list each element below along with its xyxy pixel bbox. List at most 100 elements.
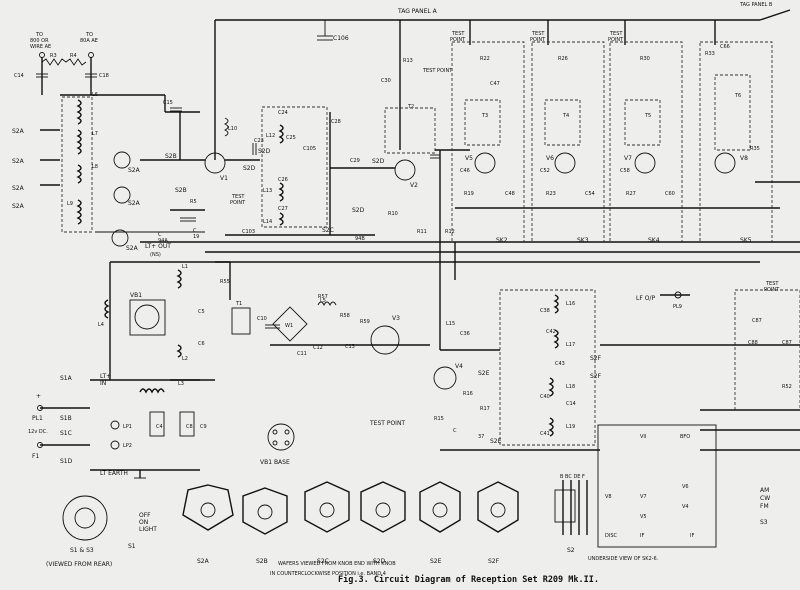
svg-text:S2: S2 <box>567 547 575 554</box>
svg-text:S2A: S2A <box>126 245 139 252</box>
svg-text:FM: FM <box>760 503 769 510</box>
valve-v4-label: V4 <box>455 363 463 370</box>
svg-text:L15: L15 <box>446 321 455 327</box>
svg-text:C23: C23 <box>254 138 264 144</box>
svg-text:V6: V6 <box>682 484 689 490</box>
to-80a-label: TO <box>85 32 93 38</box>
svg-text:C58: C58 <box>620 168 630 174</box>
svg-text:R5: R5 <box>190 199 197 205</box>
svg-text:LT+: LT+ <box>100 373 111 380</box>
svg-text:C47: C47 <box>490 81 500 87</box>
svg-text:S2A: S2A <box>12 158 25 165</box>
svg-text:C105: C105 <box>303 146 316 152</box>
svg-text:C88: C88 <box>748 340 758 346</box>
svg-text:L18: L18 <box>566 384 575 390</box>
svg-text:POINT: POINT <box>530 37 546 43</box>
svg-text:L17: L17 <box>566 342 575 348</box>
svg-text:V8: V8 <box>605 494 612 500</box>
svg-text:+: + <box>36 393 41 400</box>
svg-text:C26: C26 <box>278 177 288 183</box>
rf-coil-bank: L6 L7 L8 L9 S2A S2A S2A S2A S2A S2A S2A <box>12 92 205 252</box>
svg-text:S2A: S2A <box>12 203 25 210</box>
svg-text:L2: L2 <box>182 356 188 362</box>
svg-text:C38: C38 <box>540 308 550 314</box>
v1-stage: C15 L10 V1 S2B S2B R5 C 94A C 19 C23 <box>140 100 264 244</box>
svg-text:L16: L16 <box>566 301 575 307</box>
svg-text:R11: R11 <box>417 229 427 235</box>
svg-text:S2C: S2C <box>322 227 334 234</box>
svg-text:V7: V7 <box>640 494 647 500</box>
svg-text:L3: L3 <box>178 381 184 387</box>
svg-text:R30: R30 <box>640 56 650 62</box>
svg-text:POINT: POINT <box>230 200 246 206</box>
svg-text:R57: R57 <box>318 294 328 300</box>
svg-text:S2F: S2F <box>590 355 602 362</box>
svg-text:S2C: S2C <box>317 558 329 565</box>
svg-text:R4: R4 <box>70 53 77 59</box>
to-800-label-2: 800 OR <box>30 38 49 44</box>
svg-text:R55: R55 <box>220 279 230 285</box>
svg-text:SK4: SK4 <box>648 237 660 244</box>
svg-text:TEST POINT: TEST POINT <box>422 68 453 74</box>
svg-text:PL1: PL1 <box>32 415 43 422</box>
svg-text:CW: CW <box>760 495 770 502</box>
svg-text:C14: C14 <box>566 401 576 407</box>
svg-text:C6: C6 <box>198 341 205 347</box>
svg-text:R35: R35 <box>750 146 760 152</box>
svg-text:R27: R27 <box>626 191 636 197</box>
if-amplifier-chain: TEST POINT TEST POINT TEST POINT R22 R26… <box>450 31 780 244</box>
wafer-outlines: S2A S2B S2C S2D S2E S2F WAFERS VIEWED FR… <box>182 481 519 577</box>
svg-text:R19: R19 <box>464 191 474 197</box>
svg-text:R3: R3 <box>50 53 57 59</box>
power-supply: LT+ OUT (NS) L4 VB1 L1 L2 R55 C5 C6 T1 C… <box>98 243 430 381</box>
svg-text:R13: R13 <box>403 58 413 64</box>
svg-text:C13: C13 <box>345 344 355 350</box>
interstage-wiring <box>140 150 800 350</box>
svg-text:C36: C36 <box>460 331 470 337</box>
svg-text:R16: R16 <box>463 391 473 397</box>
svg-text:S2A: S2A <box>128 200 141 207</box>
svg-text:(VIEWED FROM REAR): (VIEWED FROM REAR) <box>46 561 112 568</box>
svg-text:37: 37 <box>478 434 484 440</box>
svg-text:IF: IF <box>690 533 694 539</box>
svg-text:F1: F1 <box>32 453 39 460</box>
svg-text:T4: T4 <box>562 113 569 119</box>
svg-text:S2A: S2A <box>12 185 25 192</box>
svg-text:C30: C30 <box>381 78 391 84</box>
valve-v1-label: V1 <box>220 175 228 182</box>
valve-v6-label: V6 <box>546 155 554 162</box>
svg-text:C: C <box>453 428 457 434</box>
svg-text:S3: S3 <box>760 519 768 526</box>
svg-text:S2D: S2D <box>258 148 271 155</box>
svg-text:S2E: S2E <box>490 438 502 445</box>
lf-output-section: LF O/P PL9 TEST POINT C87 C88 C87 R52 <box>600 281 800 451</box>
s1-s3-switch-view: S1 & S3 (VIEWED FROM REAR) OFF ON LIGHT … <box>46 487 770 568</box>
svg-text:R59: R59 <box>360 319 370 325</box>
svg-text:T6: T6 <box>734 93 741 99</box>
svg-text:19: 19 <box>193 234 199 240</box>
svg-text:S2D: S2D <box>373 558 386 565</box>
svg-text:L4: L4 <box>98 322 104 328</box>
valve-v8-label: V8 <box>740 155 748 162</box>
svg-text:C8: C8 <box>186 424 193 430</box>
valve-v3-label: V3 <box>392 315 400 322</box>
svg-text:C4: C4 <box>156 424 163 430</box>
label-c106: C106 <box>333 35 349 42</box>
svg-text:TEST: TEST <box>609 31 623 37</box>
svg-text:S2E: S2E <box>430 558 442 565</box>
s2-contact-strip: B BC DE F S2 <box>554 474 588 554</box>
svg-text:S1D: S1D <box>60 458 73 465</box>
svg-text:S2A: S2A <box>197 558 210 565</box>
svg-text:S1: S1 <box>128 543 136 550</box>
svg-text:R52: R52 <box>782 384 792 390</box>
svg-text:S2F: S2F <box>488 558 500 565</box>
svg-text:VII: VII <box>640 434 646 440</box>
svg-text:C66: C66 <box>720 44 730 50</box>
svg-text:C42: C42 <box>546 329 556 335</box>
svg-text:IF: IF <box>640 533 644 539</box>
svg-text:C24: C24 <box>278 110 288 116</box>
svg-text:IN COUNTERCLOCKWISE POSITION i: IN COUNTERCLOCKWISE POSITION i.e. BAND 4 <box>270 571 386 577</box>
svg-text:LIGHT: LIGHT <box>139 526 157 533</box>
svg-text:POINT: POINT <box>608 37 624 43</box>
svg-text:VB1: VB1 <box>130 292 142 299</box>
